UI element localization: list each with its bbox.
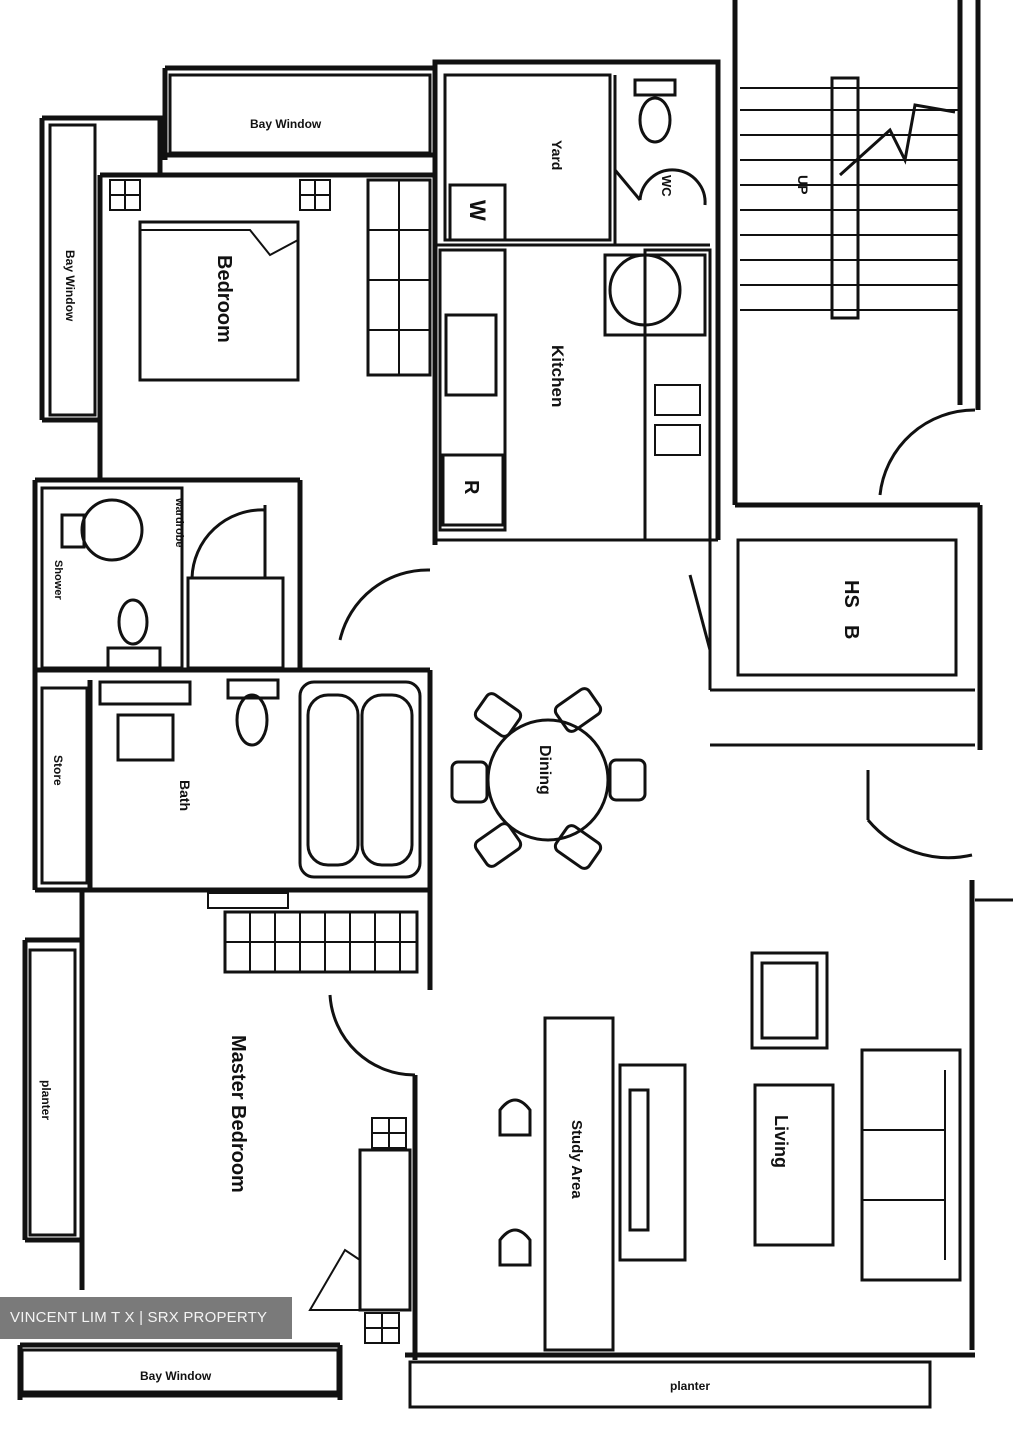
master-sink bbox=[116, 713, 175, 762]
master-bath-shelf bbox=[40, 686, 89, 885]
bedroom bbox=[109, 178, 432, 641]
label-store: Store bbox=[51, 755, 65, 786]
master-bed-headboard bbox=[358, 1148, 412, 1312]
sink-1 bbox=[654, 384, 701, 416]
stove bbox=[444, 313, 498, 397]
stool-1 bbox=[498, 1098, 532, 1137]
shower-head bbox=[80, 498, 144, 562]
stair-rail bbox=[830, 76, 860, 320]
study-desk bbox=[543, 1016, 615, 1352]
armchair bbox=[750, 951, 829, 1050]
label-hs: HS bbox=[840, 580, 862, 608]
room-labels: HS B W R Kitchen Bedroom Master Bedroom … bbox=[39, 117, 862, 1393]
yard bbox=[443, 73, 612, 242]
label-dining: Dining bbox=[536, 745, 553, 795]
label-bay-top: Bay Window bbox=[250, 117, 322, 131]
master-bath bbox=[40, 678, 422, 885]
label-planter-left: planter bbox=[39, 1080, 53, 1120]
bathtub bbox=[298, 680, 422, 879]
household-shelter bbox=[736, 538, 958, 677]
label-wc: WC bbox=[659, 175, 674, 197]
outer-walls bbox=[17, 0, 983, 1400]
label-bay-bottom: Bay Window bbox=[140, 1369, 212, 1383]
bay-window-left bbox=[48, 123, 97, 417]
door-bedroom bbox=[338, 568, 431, 641]
fridge bbox=[441, 453, 505, 527]
bay-window-top bbox=[168, 73, 432, 155]
label-hs-suffix: B bbox=[840, 625, 862, 639]
label-shower: Shower bbox=[52, 560, 64, 600]
coffee-table bbox=[753, 1083, 835, 1247]
washing-machine bbox=[448, 183, 507, 242]
label-bay-left: Bay Window bbox=[63, 250, 77, 322]
master-bedroom bbox=[28, 948, 416, 1344]
label-living: Living bbox=[771, 1115, 791, 1168]
door-master bbox=[328, 994, 416, 1077]
kitchen bbox=[435, 248, 718, 542]
master-planter bbox=[28, 948, 77, 1237]
label-study: Study Area bbox=[568, 1120, 585, 1199]
tv-console bbox=[618, 1063, 687, 1262]
bay-window-bottom bbox=[20, 1348, 340, 1394]
label-bedroom: Bedroom bbox=[213, 255, 235, 343]
door-main bbox=[878, 408, 976, 496]
staircase bbox=[740, 76, 976, 496]
sofa bbox=[860, 1048, 962, 1282]
master-wardrobe bbox=[207, 892, 419, 974]
bath-toilet-1 bbox=[117, 598, 149, 646]
label-fridge: R bbox=[460, 480, 482, 495]
bed bbox=[138, 220, 300, 382]
bath-vanity bbox=[186, 576, 285, 670]
label-master-bedroom: Master Bedroom bbox=[227, 1035, 249, 1193]
stool-2 bbox=[498, 1228, 532, 1267]
sink-2 bbox=[654, 424, 701, 456]
label-yard: Yard bbox=[549, 140, 565, 170]
common-bath bbox=[40, 486, 285, 670]
label-kitchen: Kitchen bbox=[548, 345, 567, 407]
dining-set bbox=[450, 687, 647, 870]
master-toilet bbox=[235, 693, 269, 747]
label-up: UP bbox=[795, 175, 811, 194]
label-planter-bottom: planter bbox=[670, 1379, 710, 1393]
living-furniture bbox=[498, 951, 962, 1352]
kitchen-counter-left bbox=[438, 248, 507, 532]
planter-bottom bbox=[408, 1360, 932, 1409]
wc-toilet bbox=[638, 96, 672, 144]
watermark: VINCENT LIM T X | SRX PROPERTY bbox=[0, 1297, 292, 1339]
label-wm: W bbox=[465, 200, 490, 221]
label-wardrobe: wardrobe bbox=[173, 497, 185, 548]
label-bath: Bath bbox=[177, 780, 193, 811]
